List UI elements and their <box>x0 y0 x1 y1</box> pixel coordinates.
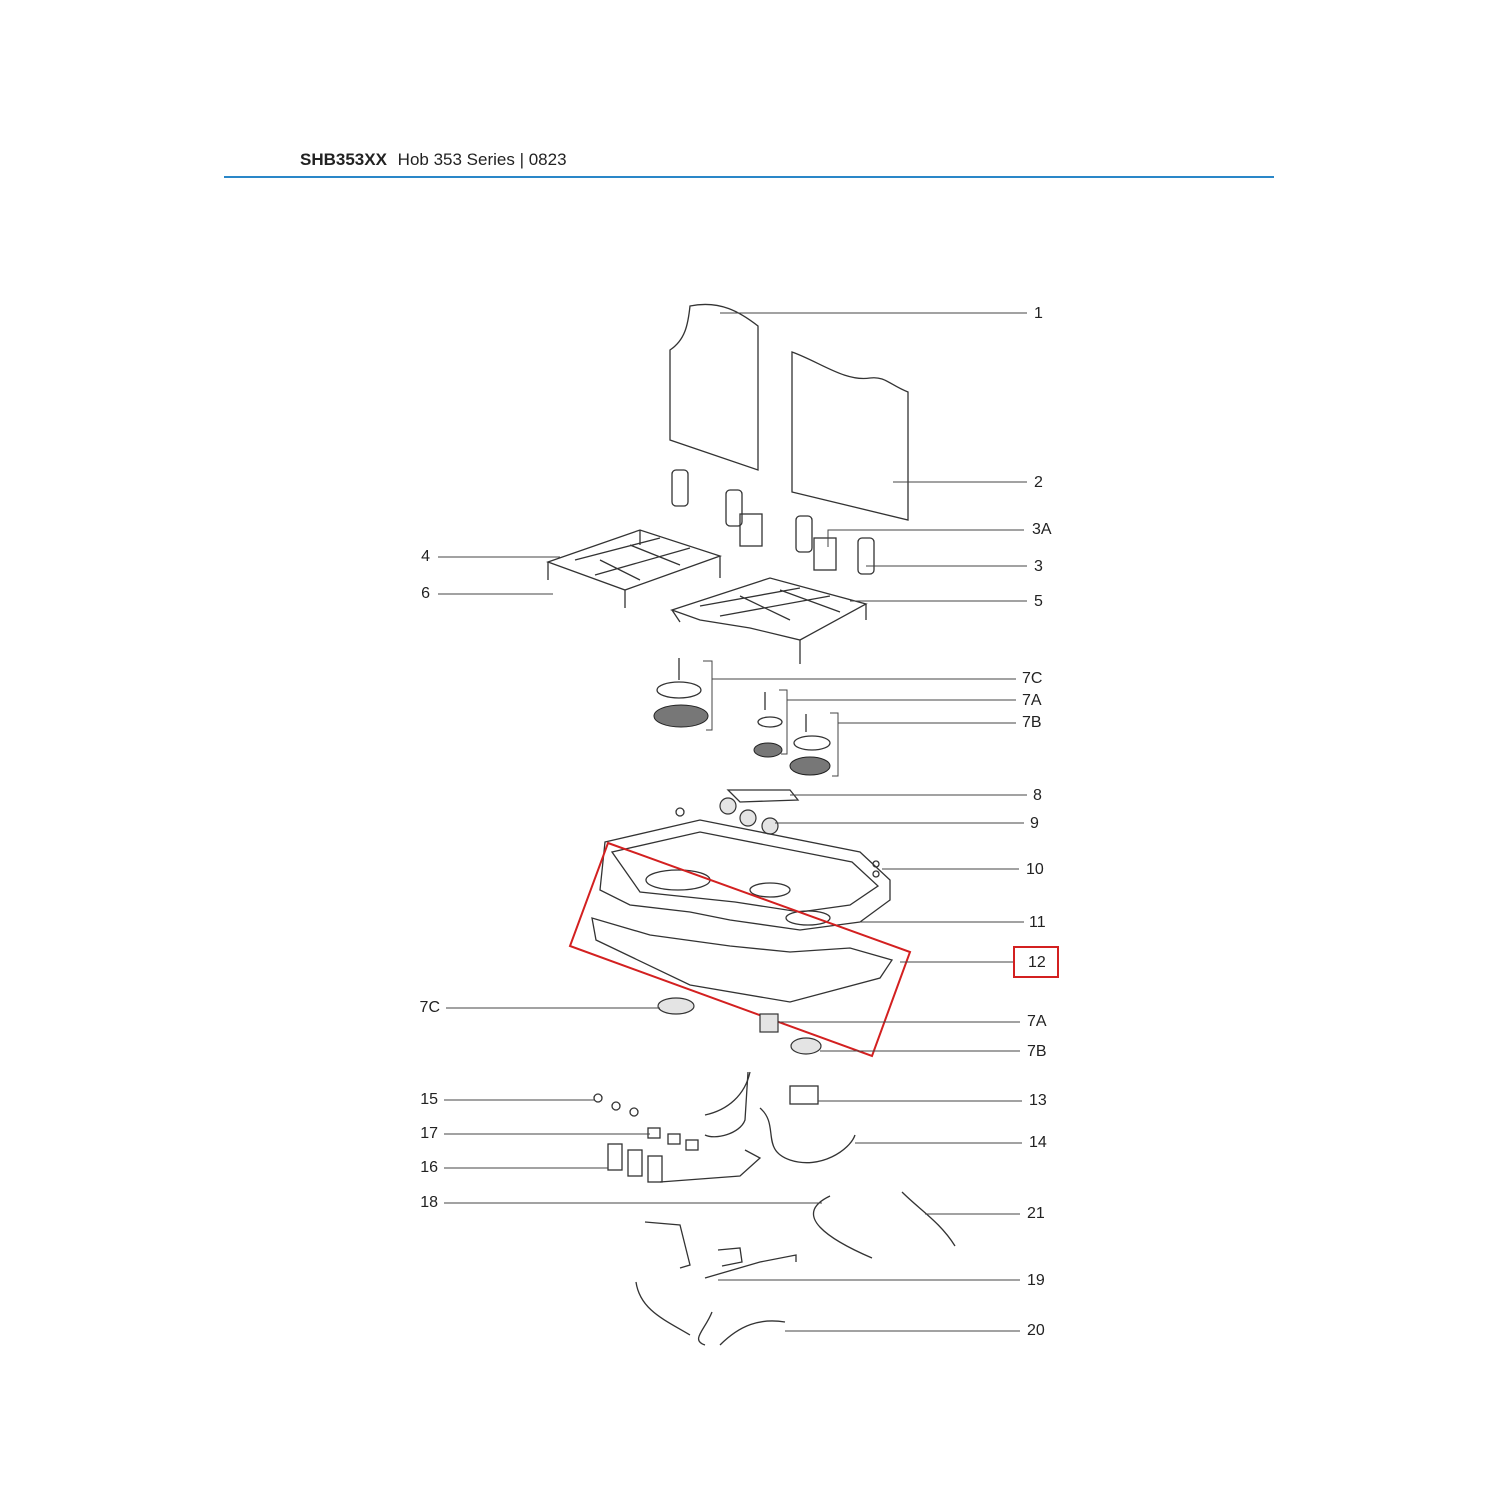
callout-8: 8 <box>1033 787 1042 804</box>
burner-base-7a <box>759 1013 779 1033</box>
trivet-small <box>546 529 723 608</box>
bracket-7c <box>703 660 713 731</box>
callout-7a-top: 7A <box>1022 692 1042 709</box>
hob-body <box>599 807 891 931</box>
burner-7c-top <box>653 658 709 728</box>
trivet-large <box>669 577 868 664</box>
highlighted-callout-box <box>1013 946 1059 978</box>
series-title: Hob 353 Series | 0823 <box>397 150 567 169</box>
hinge-set <box>671 469 875 575</box>
model-code: SHB353XX <box>300 150 387 169</box>
ignition-wiring <box>704 1071 856 1164</box>
burner-base-7c <box>657 997 695 1015</box>
callout-17: 17 <box>420 1125 438 1142</box>
gas-valves <box>593 1093 762 1183</box>
burner-7b-top <box>789 714 831 776</box>
callout-14: 14 <box>1029 1134 1047 1151</box>
callout-7b-top: 7B <box>1022 714 1042 731</box>
callout-6: 6 <box>421 585 430 602</box>
callout-1: 1 <box>1034 305 1043 322</box>
callout-18: 18 <box>420 1194 438 1211</box>
thermocouple-18 <box>813 1195 873 1259</box>
gas-pipes <box>644 1221 797 1279</box>
callout-11: 11 <box>1029 914 1046 931</box>
bracket-7a <box>779 689 788 755</box>
callout-12: 12 <box>1028 954 1046 971</box>
callout-16: 16 <box>420 1159 438 1176</box>
callout-15: 15 <box>420 1091 438 1108</box>
burner-7a-top <box>753 692 783 758</box>
ignition-leads <box>635 1281 786 1346</box>
splashback-panel-left <box>669 303 759 471</box>
callout-3a: 3A <box>1032 521 1052 538</box>
page-header: SHB353XX Hob 353 Series | 0823 <box>300 150 567 170</box>
hob-gasket <box>591 917 894 1003</box>
callout-3: 3 <box>1034 558 1043 575</box>
control-knobs <box>719 797 779 835</box>
header-rule <box>224 176 1274 178</box>
callout-13: 13 <box>1029 1092 1047 1109</box>
callout-21: 21 <box>1027 1205 1045 1222</box>
callout-20: 20 <box>1027 1322 1045 1339</box>
callout-5: 5 <box>1034 593 1043 610</box>
bracket-7b <box>830 712 839 777</box>
splashback-panel-right <box>791 351 909 521</box>
thermocouple-21 <box>901 1191 956 1247</box>
callout-19: 19 <box>1027 1272 1045 1289</box>
callout-10: 10 <box>1026 861 1044 878</box>
leader-lines <box>438 312 1027 1332</box>
callout-4: 4 <box>421 548 430 565</box>
callout-7c-top: 7C <box>1022 670 1043 687</box>
control-panel-bar <box>726 789 800 803</box>
highlight-outline <box>568 841 912 1058</box>
callout-7b-bottom: 7B <box>1027 1043 1047 1060</box>
callout-7a-bottom: 7A <box>1027 1013 1047 1030</box>
callout-7c-bottom: 7C <box>419 999 440 1016</box>
callout-2: 2 <box>1034 474 1043 491</box>
callout-9: 9 <box>1030 815 1039 832</box>
burner-base-7b <box>790 1037 822 1055</box>
